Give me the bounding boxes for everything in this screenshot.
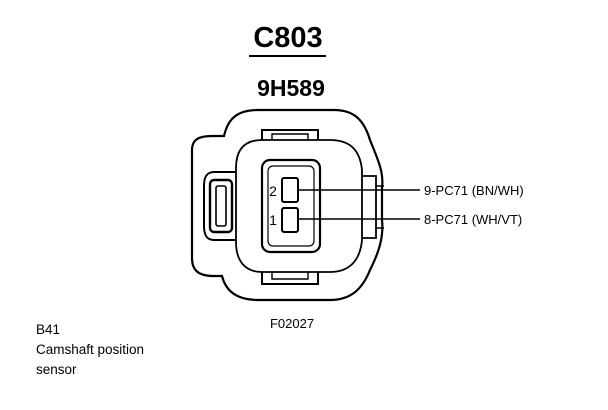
component-ref: B41 [36,322,61,337]
pin-2-terminal [281,177,299,203]
left-latch-inner [215,185,227,227]
left-latch-block [208,178,234,234]
figure-reference: F02027 [270,316,314,331]
terminal-cavity-block [260,158,322,254]
pin-2-circuit-label: 9-PC71 (BN/WH) [424,183,524,198]
right-key-step [376,185,384,229]
pin-1-terminal [281,207,299,233]
component-name-line-1: Camshaft position [36,342,145,357]
pin-1-circuit-label: 8-PC71 (WH/VT) [424,212,522,227]
connector-id: C803 [253,22,322,54]
connector-housing-inner [235,139,363,273]
right-key [362,175,377,239]
locking-tab-top-inner [271,133,309,140]
left-latch [203,171,236,241]
component-description: B41 Camshaft position sensor [36,320,144,380]
locking-tab-top [261,129,319,140]
component-name-line-2: sensor [36,362,77,377]
connector-housing-outer [190,108,384,302]
terminal-cavity-inner [267,165,315,247]
pin-1-number: 1 [269,212,277,228]
locking-tab-bottom [261,272,319,285]
connector-part-number: 9H589 [257,75,325,101]
pin-2-number: 2 [269,183,277,199]
locking-tab-bottom-inner [271,272,309,280]
